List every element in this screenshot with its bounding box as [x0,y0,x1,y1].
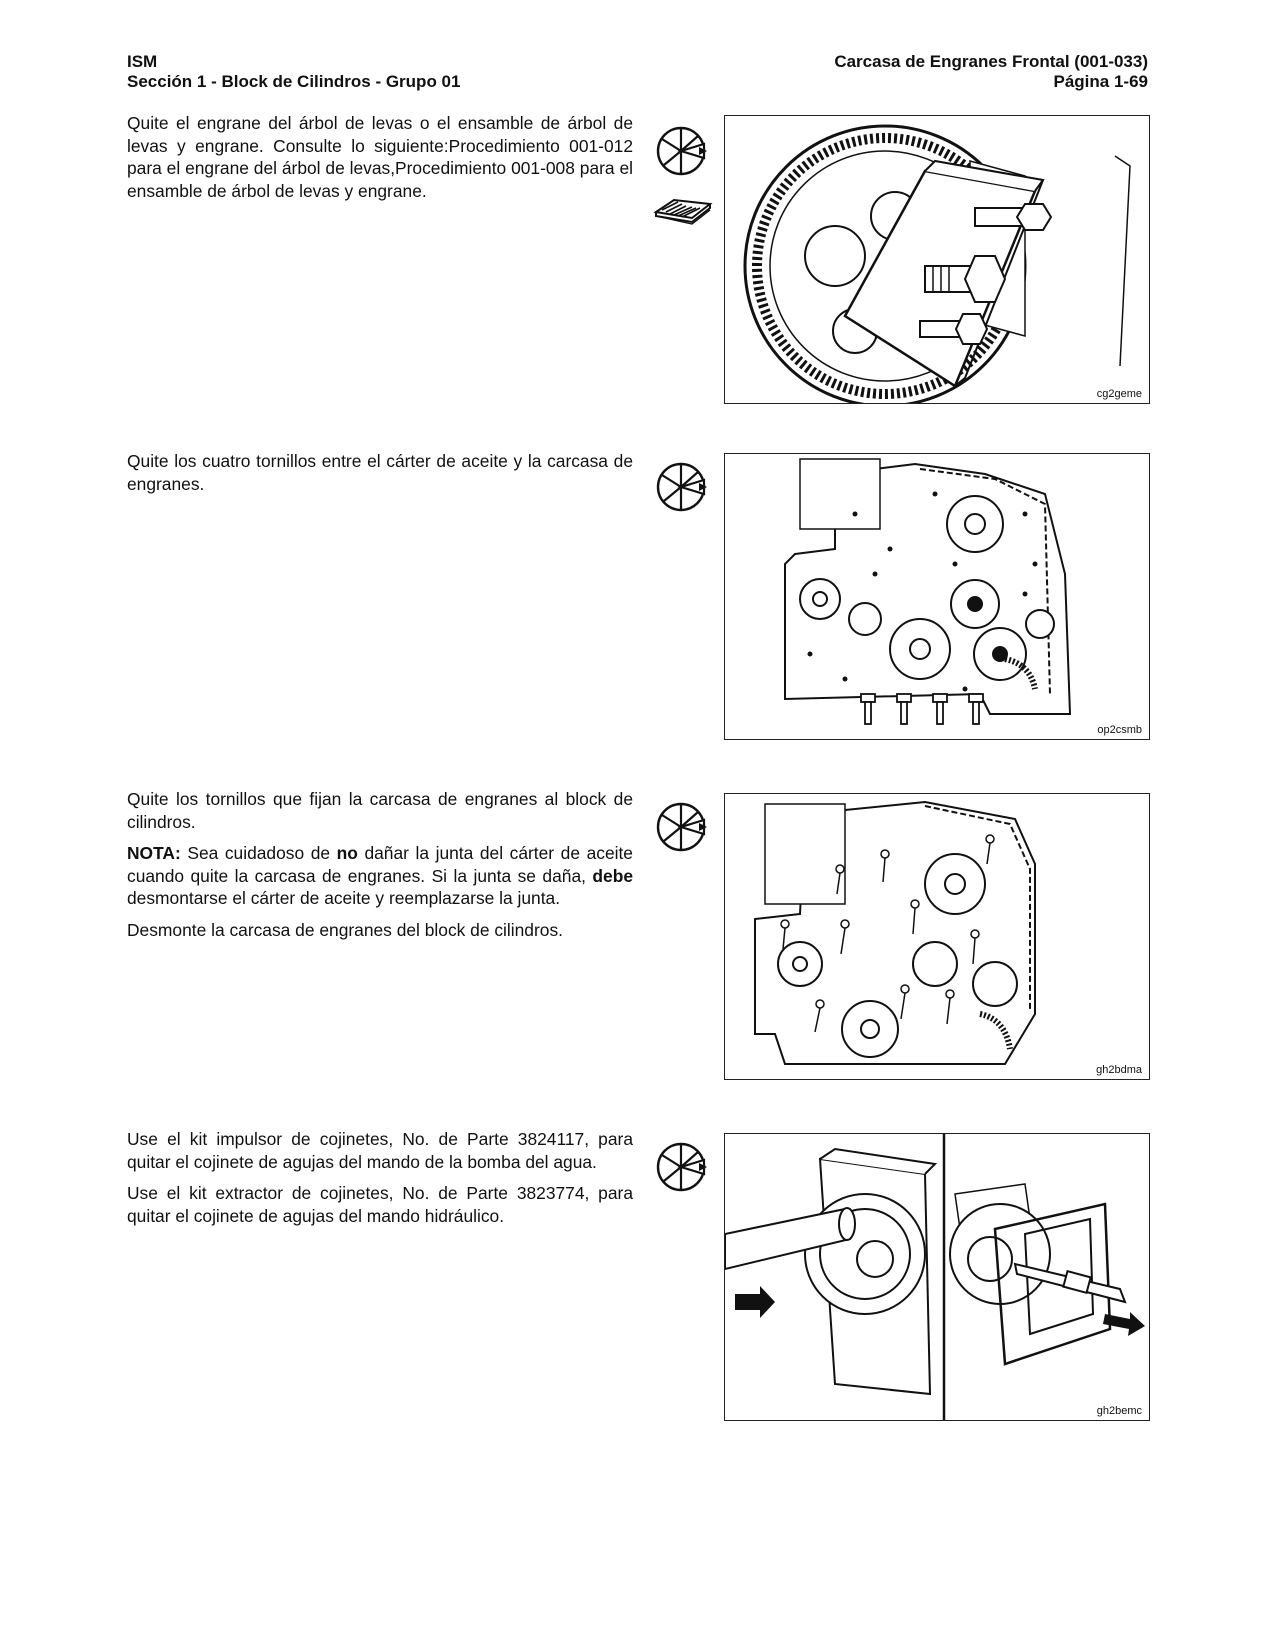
figure-bearing-removal: gh2bemc [724,1133,1150,1421]
page-header-left: ISM Sección 1 - Block de Cilindros - Gru… [127,52,460,92]
figure-code: cg2geme [1094,388,1144,400]
figure-code: gh2bemc [1094,1405,1144,1417]
figure-code: op2csmb [1095,724,1144,736]
step-2-paragraph: Quite los cuatro tornillos entre el cárt… [127,451,633,494]
camshaft-gear-illustration [743,124,1131,403]
step-1-paragraph: Quite el engrane del árbol de levas o el… [127,113,633,201]
gear-housing-block-illustration [754,800,1036,1065]
remove-icon [655,122,713,185]
step-3-paragraph: Quite los tornillos que fijan la carcasa… [127,789,633,832]
procedure-title: Carcasa de Engranes Frontal (001-033) [834,52,1148,71]
figure-camshaft-gear-puller: cg2geme [724,115,1150,404]
remove-icon [655,1138,713,1201]
page-header-right: Carcasa de Engranes Frontal (001-033) Pá… [834,52,1148,92]
step-2-text: Quite los cuatro tornillos entre el cárt… [127,450,633,504]
figure-oil-pan-capscrews: op2csmb [724,453,1150,740]
reference-manual-icon [652,192,716,233]
step-4-text: Use el kit impulsor de cojinetes, No. de… [127,1128,633,1236]
manual-title: ISM [127,52,158,71]
gear-housing-oil-pan-illustration [784,458,1072,725]
bearing-driver-puller-illustration [725,1134,1145,1420]
note-paragraph: NOTA: Sea cuidadoso de no dañar la junta… [127,843,633,908]
step-4-paragraph-1: Use el kit impulsor de cojinetes, No. de… [127,1129,633,1172]
figure-code: gh2bdma [1094,1064,1144,1076]
page-number: Página 1-69 [1053,72,1149,91]
section-title: Sección 1 - Block de Cilindros - Grupo 0… [127,72,461,91]
step-3-text: Quite los tornillos que fijan la carcasa… [127,788,633,950]
step-1-text: Quite el engrane del árbol de levas o el… [127,112,633,211]
remove-icon [655,458,713,521]
remove-icon [655,798,713,861]
note-label: NOTA: [127,843,181,863]
figure-gear-housing-capscrews: gh2bdma [724,793,1150,1080]
step-4-paragraph-2: Use el kit extractor de cojinetes, No. d… [127,1183,633,1226]
step-3-paragraph-after: Desmonte la carcasa de engranes del bloc… [127,919,563,940]
